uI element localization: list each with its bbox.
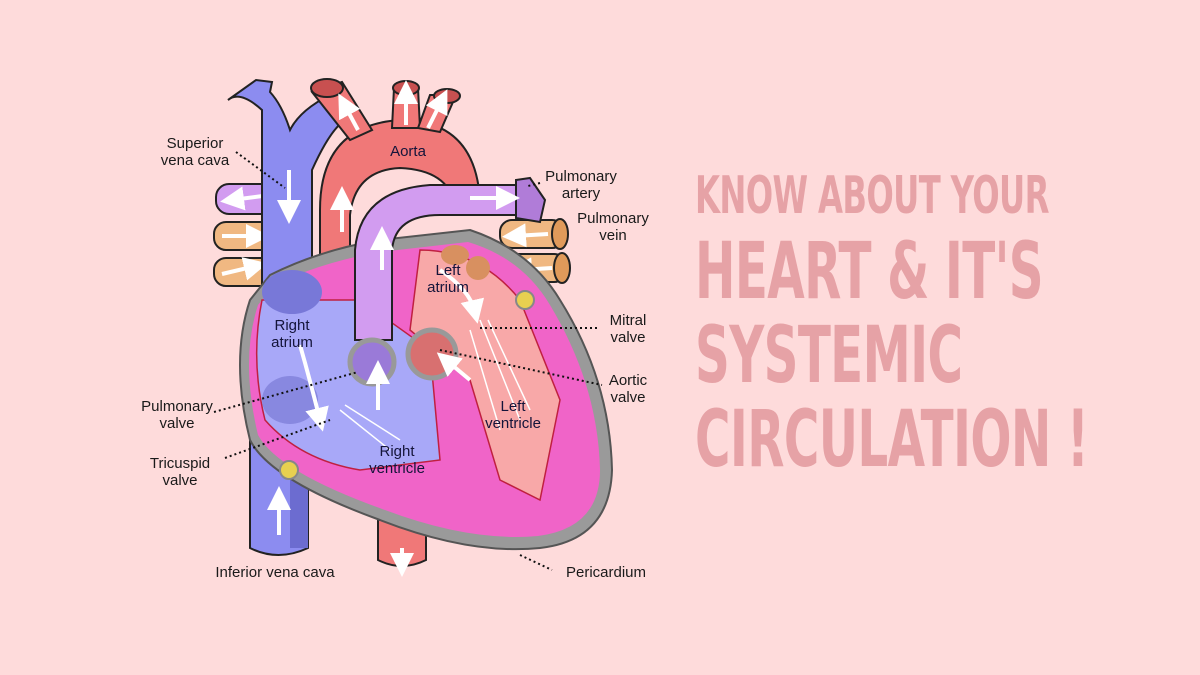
- heart-body: [239, 228, 614, 551]
- pulmonary-valve-graphic: [347, 337, 397, 410]
- aortic-valve-graphic: [405, 327, 472, 382]
- label-pulmonary-vein: Pulmonary vein: [577, 210, 649, 244]
- headline-line-2: HEART & IT'S: [695, 227, 1044, 317]
- label-right-ventricle: Right ventricle: [369, 443, 425, 477]
- headline-line-1: KNOW ABOUT YOUR: [695, 166, 1049, 226]
- label-right-atrium: Right atrium: [271, 317, 313, 351]
- label-pulmonary-valve: Pulmonary valve: [141, 398, 213, 432]
- label-superior-vena-cava: Superior vena cava: [160, 135, 230, 169]
- headline: KNOW ABOUT YOUR HEART & IT'S SYSTEMIC CI…: [695, 168, 1200, 482]
- label-mitral-valve: Mitral valve: [609, 312, 647, 346]
- headline-line-4: CIRCULATION !: [695, 395, 1089, 485]
- label-tricuspid-valve: Tricuspid valve: [149, 455, 211, 489]
- label-pulmonary-artery: Pulmonary artery: [545, 168, 617, 202]
- coronary-nodes: [279, 290, 535, 480]
- label-aortic-valve: Aortic valve: [608, 372, 648, 406]
- pulmonary-trunk: [354, 176, 547, 341]
- tricuspid-chordae: [339, 404, 401, 451]
- label-inferior-vena-cava: Inferior vena cava: [215, 564, 335, 581]
- label-left-atrium: Left atrium: [427, 262, 469, 296]
- headline-line-3: SYSTEMIC: [695, 311, 963, 401]
- leader-lines: [213, 151, 603, 571]
- flow-arrows: [298, 268, 485, 432]
- label-aorta: Aorta: [390, 143, 426, 160]
- label-left-ventricle: Left ventricle: [485, 398, 541, 432]
- label-pericardium: Pericardium: [565, 564, 647, 581]
